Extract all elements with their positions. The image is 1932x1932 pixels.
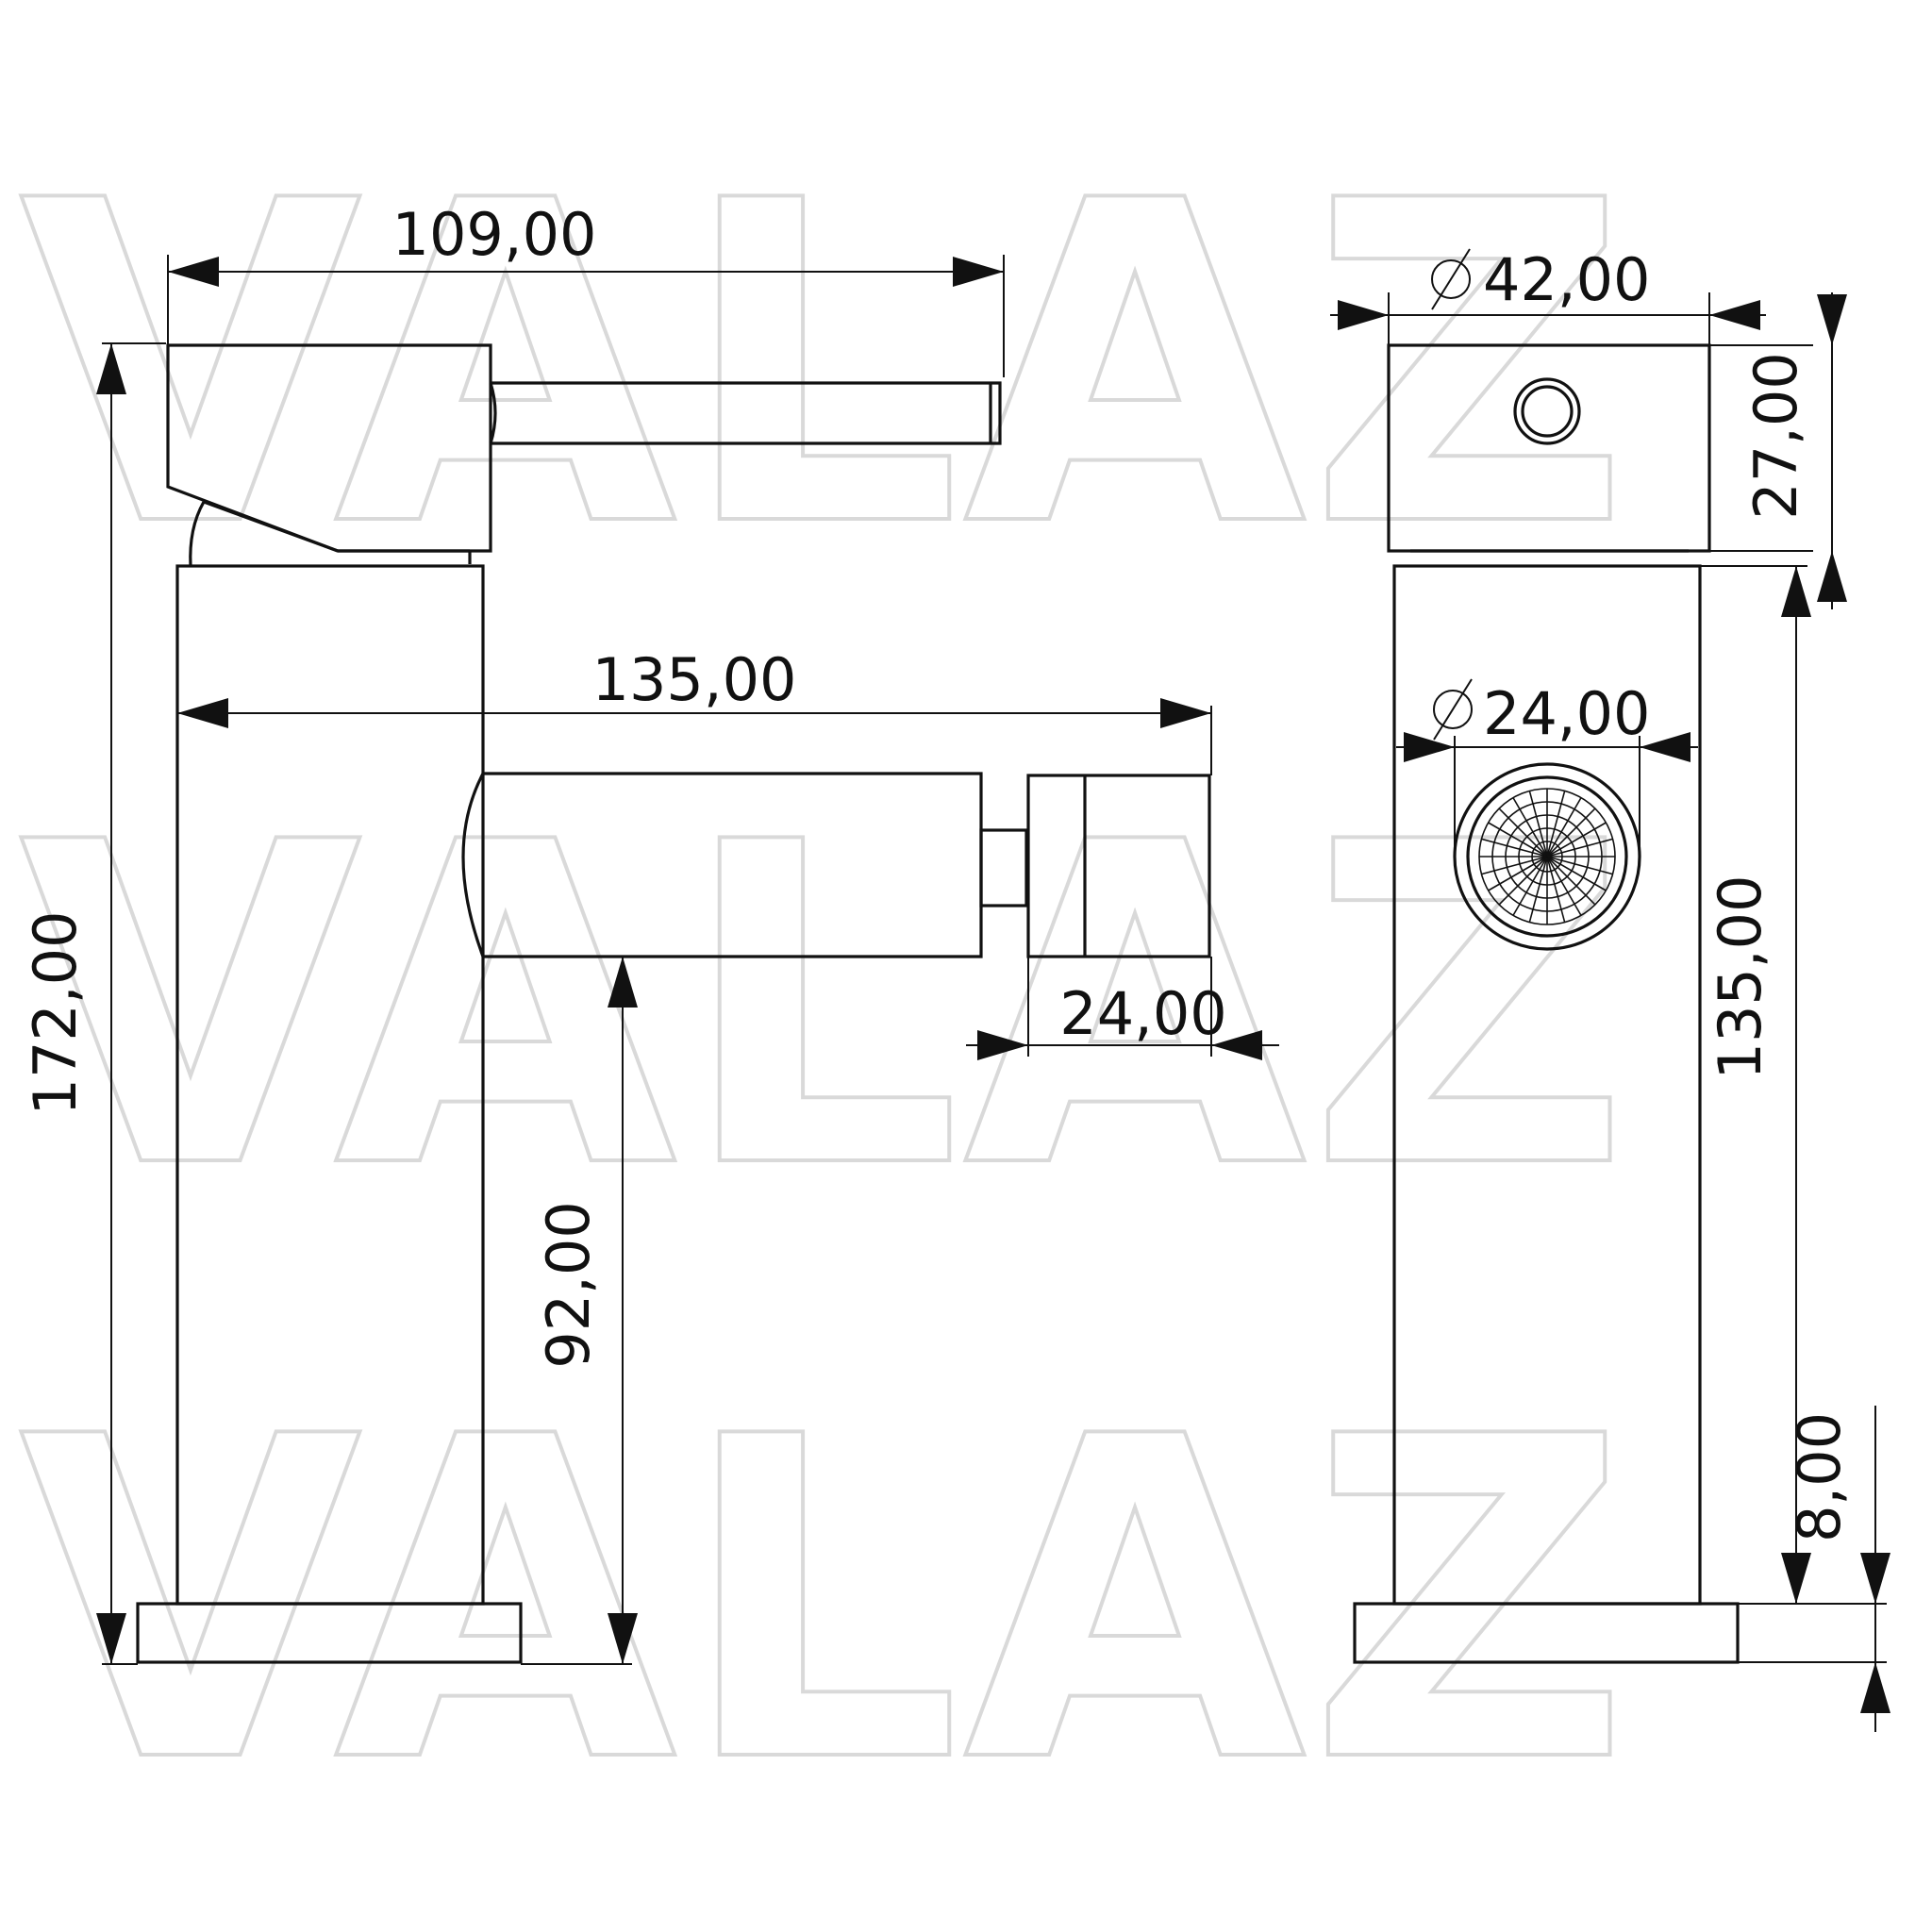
aerator-spoke — [1498, 856, 1548, 906]
lever — [491, 381, 1002, 445]
handle-button-inner — [1521, 385, 1574, 438]
dim-total-height-text: 172,00 — [21, 911, 90, 1116]
aerator-spoke — [1546, 856, 1566, 923]
dim-base-height-text: 8,00 — [1785, 1412, 1854, 1542]
watermark-row-1: VALAZ — [19, 108, 1632, 624]
aerator-spoke — [1546, 808, 1596, 858]
aerator-spoke — [1528, 856, 1548, 923]
aerator-spoke — [1546, 797, 1582, 858]
spout-collar — [461, 773, 485, 958]
spout-connector — [979, 828, 1028, 908]
dimension-outlet-diameter: 24,00 — [1396, 678, 1698, 855]
aerator-spoke — [1546, 838, 1613, 858]
watermark: VALAZ VALAZ VALAZ — [17, 106, 1632, 1861]
watermark-row-2: VALAZ — [19, 749, 1632, 1265]
aerator-spoke — [1481, 838, 1548, 858]
dim-outlet-diameter-text: 24,00 — [1483, 679, 1651, 748]
aerator-spoke — [1488, 822, 1548, 858]
dimension-body-diameter: 42,00 — [1330, 245, 1766, 345]
diameter-symbol-icon — [1431, 248, 1471, 310]
dimension-handle-length: 109,00 — [167, 200, 1005, 377]
aerator-spoke — [1546, 856, 1596, 906]
dimension-base-height: 8,00 — [1738, 1406, 1890, 1732]
dim-body-height-text: 135,00 — [1706, 875, 1774, 1080]
dimension-total-height: 172,00 — [21, 342, 166, 1665]
dim-handle-length-text: 109,00 — [392, 200, 597, 269]
aerator-spoke — [1512, 797, 1548, 858]
aerator-spoke — [1546, 856, 1582, 916]
handle-bevel — [203, 500, 339, 553]
dim-spout-height-text: 92,00 — [534, 1201, 603, 1369]
dim-handle-height-text: 27,00 — [1741, 352, 1810, 520]
aerator-spoke — [1481, 856, 1548, 875]
handle-button — [1513, 377, 1581, 445]
front-view — [1353, 343, 1740, 1664]
watermark-row-3: VALAZ — [19, 1343, 1632, 1859]
base — [136, 1602, 523, 1664]
diameter-symbol-icon — [1433, 678, 1473, 741]
aerator-spoke — [1546, 856, 1607, 891]
aerator-spoke — [1546, 791, 1566, 858]
dimension-spout-reach: 135,00 — [177, 645, 1212, 775]
handle-swivel — [189, 501, 206, 567]
aerator-spoke — [1528, 791, 1548, 858]
dimension-handle-height: 27,00 — [1709, 292, 1847, 609]
side-view — [136, 343, 1211, 1664]
aerator-spoke — [1488, 856, 1548, 891]
dim-spout-reach-text: 135,00 — [592, 645, 797, 714]
aerator-icon — [1453, 762, 1641, 951]
dimension-spout-height: 92,00 — [521, 957, 638, 1665]
lever-neck — [489, 382, 497, 444]
nozzle — [1026, 774, 1211, 958]
aerator-spoke — [1546, 822, 1607, 858]
dim-nozzle-width-text: 24,00 — [1059, 979, 1227, 1048]
aerator-spoke — [1512, 856, 1548, 916]
dim-body-diameter-text: 42,00 — [1483, 245, 1651, 314]
base-front — [1353, 1602, 1740, 1664]
dimension-nozzle-width: 24,00 — [966, 957, 1279, 1060]
aerator-spoke — [1546, 856, 1613, 875]
aerator-spoke — [1498, 808, 1548, 858]
